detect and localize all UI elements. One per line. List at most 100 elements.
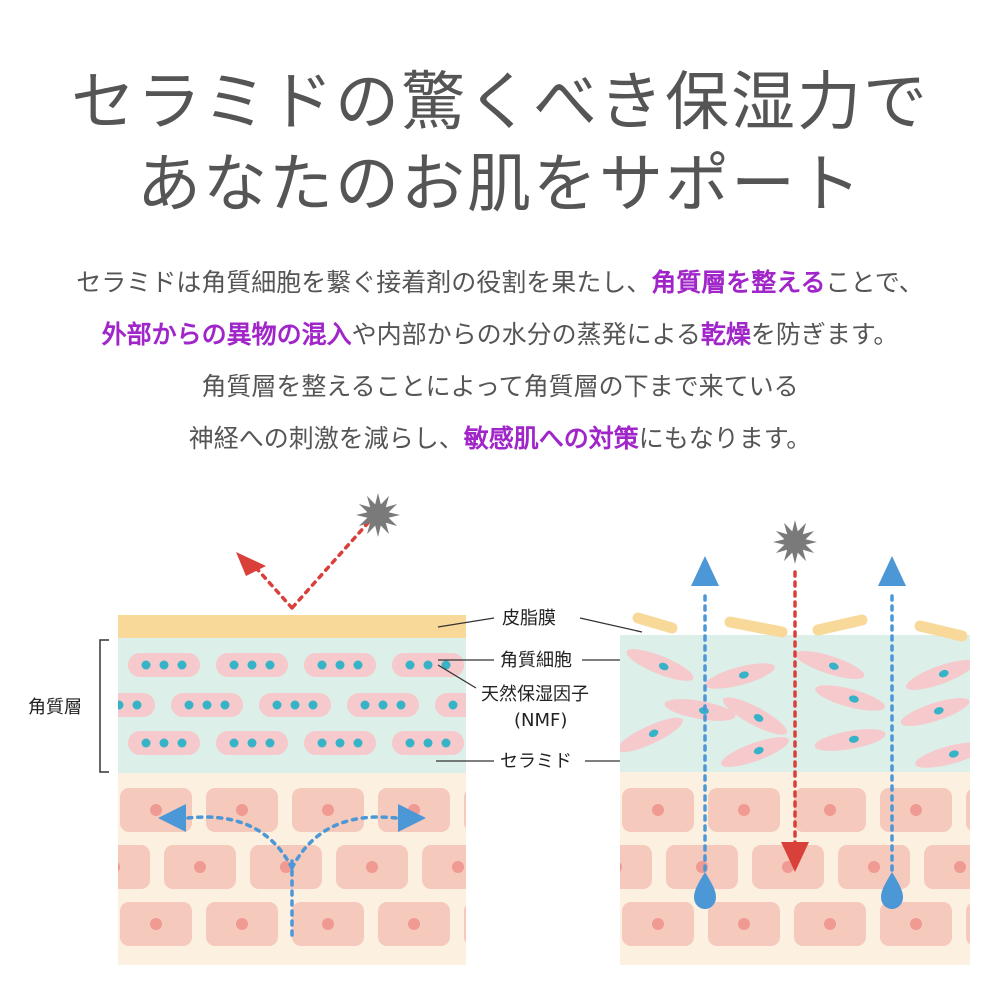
cell-nucleus <box>996 804 1000 816</box>
nmf-dot <box>90 739 99 748</box>
nmf-dot <box>229 738 239 748</box>
nmf-dot <box>441 738 451 748</box>
body-text-segment: セラミドは角質細胞を繋ぐ接着剤の役割を果たし、 <box>76 268 652 297</box>
nmf-dot <box>335 738 345 748</box>
nmf-dot <box>753 713 764 722</box>
cell-nucleus <box>236 804 248 816</box>
nmf-dot <box>177 738 187 748</box>
body-text-segment: や内部からの水分の蒸発による <box>351 320 701 349</box>
nmf-dot <box>202 700 212 710</box>
nmf-dot <box>118 700 124 710</box>
nmf-dot <box>229 660 239 670</box>
nmf-dot <box>530 739 539 748</box>
cell-nucleus <box>408 918 420 930</box>
sebum-fragment <box>724 616 788 638</box>
nmf-dot <box>441 660 451 670</box>
right-scattered-corneocytes <box>620 649 970 768</box>
nmf-dot <box>308 700 318 710</box>
moisture-arrowhead-left <box>158 804 186 832</box>
nmf-dot <box>72 739 81 748</box>
cell-nucleus <box>538 861 550 873</box>
body-line-3: 角質層を整えることによって角質層の下まで来ている <box>0 361 1000 413</box>
skin-cell <box>464 791 466 829</box>
nmf-dot <box>54 739 63 748</box>
cell-nucleus <box>738 918 750 930</box>
reflect-path-out <box>256 568 294 610</box>
nmf-dot <box>290 700 300 710</box>
body-text-segment: を防ぎます。 <box>750 320 899 349</box>
cell-nucleus <box>194 861 206 873</box>
skin-cell <box>508 845 580 889</box>
nmf-dot <box>9 701 18 710</box>
water-drop-left-icon <box>694 872 716 909</box>
highlight-text: 外部からの異物の混入 <box>101 320 352 349</box>
cell-nucleus <box>322 804 334 816</box>
cell-nucleus <box>494 918 506 930</box>
nmf-dot <box>753 746 764 755</box>
highlight-text: 敏感肌への対策 <box>463 424 639 453</box>
body-line-2: 外部からの異物の混入や内部からの水分の蒸発による乾燥を防ぎます。 <box>0 309 1000 361</box>
cell-nucleus <box>824 804 836 816</box>
label-ceramide: セラミド <box>500 751 572 772</box>
cell-nucleus <box>996 918 1000 930</box>
headline-line-1: セラミドの驚くべき保湿力で <box>71 66 929 140</box>
skin-cell <box>550 902 622 946</box>
moisture-path-right <box>290 815 398 870</box>
nmf-dot <box>948 750 959 758</box>
nmf-dot <box>848 695 859 703</box>
nmf-dot <box>405 660 415 670</box>
cell-nucleus <box>452 861 464 873</box>
cell-nucleus <box>620 862 622 872</box>
cell-nucleus <box>150 918 162 930</box>
skin-cell <box>536 788 608 832</box>
skin-cell <box>34 902 106 946</box>
nmf-dot <box>265 738 275 748</box>
nmf-dot <box>396 700 406 710</box>
cell-nucleus <box>150 804 162 816</box>
headline-line-2: あなたのお肌をサポート <box>137 148 863 222</box>
moisture-arrowhead-right <box>398 804 426 832</box>
cell-nucleus <box>524 861 536 873</box>
nmf-dot <box>272 700 282 710</box>
right-broken-sebum <box>632 612 968 642</box>
left-corneocytes <box>9 653 539 755</box>
skin-cell <box>966 789 970 831</box>
nmf-dot <box>72 661 81 670</box>
body-text: セラミドは角質細胞を繋ぐ接着剤の役割を果たし、角質層を整えることで、 外部からの… <box>0 257 1000 465</box>
evaporation-arrowhead-right <box>878 556 906 586</box>
nmf-dot <box>54 661 63 670</box>
label-stratum-corneum: 角質層 <box>28 697 82 718</box>
cell-nucleus <box>366 861 378 873</box>
cell-nucleus <box>652 918 664 930</box>
water-drop-right-icon <box>881 872 903 909</box>
skin-cell <box>620 845 652 889</box>
nmf-dot <box>184 700 194 710</box>
sebum-fragment <box>632 612 678 634</box>
sebum-fragment <box>914 620 968 642</box>
nmf-dot <box>90 661 99 670</box>
skin-cell <box>536 902 608 946</box>
nmf-dot <box>938 669 949 678</box>
nmf-dot <box>405 738 415 748</box>
headline: セラミドの驚くべき保湿力で あなたのお肌をサポート <box>0 62 1000 226</box>
nmf-dot <box>738 671 749 679</box>
skin-cell <box>464 905 466 943</box>
body-line-1: セラミドは角質細胞を繋ぐ接着剤の役割を果たし、角質層を整えることで、 <box>0 257 1000 309</box>
nmf-dot <box>159 660 169 670</box>
nmf-dot <box>448 700 458 710</box>
cell-nucleus <box>580 804 592 816</box>
cell-nucleus <box>566 804 578 816</box>
body-line-4: 神経への刺激を減らし、敏感肌への対策にもなります。 <box>0 413 1000 465</box>
body-text-segment: 角質層を整えることによって角質層の下まで来ている <box>201 372 799 401</box>
left-sebum-membrane <box>118 615 466 638</box>
skin-cell <box>0 845 64 889</box>
cell-nucleus <box>22 861 34 873</box>
skin-cell <box>966 903 970 945</box>
nmf-dot <box>353 660 363 670</box>
cell-nucleus <box>494 804 506 816</box>
irritant-burst-icon <box>773 520 817 564</box>
cell-nucleus <box>824 918 836 930</box>
evaporation-arrowhead-left <box>691 556 719 586</box>
penetration-arrowhead <box>781 842 809 872</box>
nmf-dot <box>658 662 669 671</box>
